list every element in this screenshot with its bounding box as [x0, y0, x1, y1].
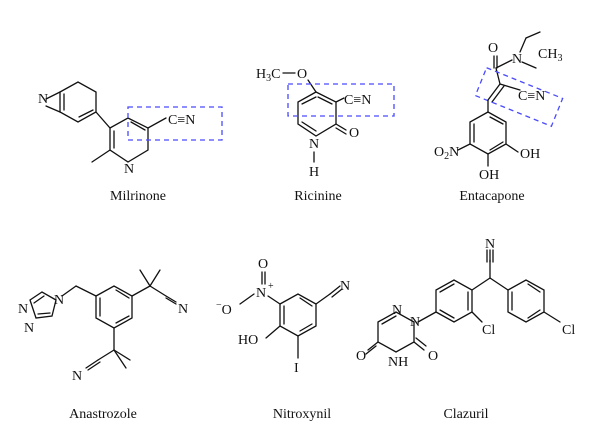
nitroxynil-nitro-o-minus: −O: [216, 300, 232, 318]
nitroxynil-ho: HO: [238, 333, 258, 348]
milrinone-nitrile-highlight: [127, 106, 223, 141]
milrinone-pyridine-n: N: [38, 92, 48, 107]
clazuril-nh: NH: [388, 355, 408, 370]
clazuril-cl-middle: Cl: [482, 323, 495, 338]
anastrozole-n-bottom: N: [72, 369, 82, 384]
anastrozole-triazole-n3: N: [54, 293, 64, 308]
clazuril-triazine-n2: N: [410, 315, 420, 330]
ricinine-cn: C≡N: [344, 93, 371, 108]
entacapone-nitrile-highlight: [474, 66, 564, 128]
entacapone-ethyl-ch3: CH3: [538, 47, 562, 64]
anastrozole-triazole-n2: N: [24, 321, 34, 336]
entacapone-nitro: O2N: [434, 145, 459, 162]
entacapone-structure: O N CH3 C≡N O2N OH OH: [434, 31, 564, 183]
nitroxynil-nitro-n: N: [256, 286, 266, 301]
nitroxynil-iodo: I: [294, 361, 299, 376]
entacapone-amide-o: O: [488, 41, 498, 56]
clazuril-triazine-n1: N: [392, 303, 402, 318]
nitroxynil-nitro-o-top: O: [258, 257, 268, 272]
milrinone-ring-n: N: [124, 162, 134, 177]
entacapone-cn: C≡N: [518, 89, 545, 104]
entacapone-amide-n: N: [512, 52, 522, 67]
ricinine-n: N: [309, 137, 319, 152]
entacapone-oh-bottom: OH: [479, 168, 499, 183]
compound-name-milrinone: Milrinone: [110, 189, 166, 204]
compound-name-entacapone: Entacapone: [459, 189, 524, 204]
anastrozole-triazole-n1: N: [18, 302, 28, 317]
ricinine-methoxy: H3C: [256, 67, 280, 84]
compound-name-ricinine: Ricinine: [294, 189, 341, 204]
nitroxynil-plus: +: [268, 281, 274, 292]
compound-name-clazuril: Clazuril: [443, 407, 488, 422]
ricinine-nitrile-highlight: [287, 83, 395, 117]
clazuril-o-left: O: [356, 349, 366, 364]
compound-name-anastrozole: Anastrozole: [69, 407, 137, 422]
clazuril-cn-n: N: [485, 237, 495, 252]
anastrozole-structure: N N N N N: [18, 269, 188, 384]
ricinine-h: H: [309, 165, 319, 180]
ricinine-o: O: [297, 67, 307, 82]
clazuril-o-right: O: [428, 349, 438, 364]
entacapone-oh-right: OH: [520, 147, 540, 162]
nitroxynil-structure: O N + −O N HO I: [216, 257, 350, 376]
milrinone-cn: C≡N: [168, 113, 195, 128]
compound-name-nitroxynil: Nitroxynil: [273, 407, 331, 422]
nitroxynil-cn-n: N: [340, 279, 350, 294]
clazuril-structure: N N NH O O Cl N Cl: [356, 237, 575, 370]
clazuril-cl-right: Cl: [562, 323, 575, 338]
milrinone-structure: N N C≡N: [38, 81, 223, 177]
ricinine-structure: H3C O C≡N O N H: [256, 67, 395, 180]
anastrozole-n-right: N: [178, 302, 188, 317]
ricinine-carbonyl-o: O: [349, 126, 359, 141]
